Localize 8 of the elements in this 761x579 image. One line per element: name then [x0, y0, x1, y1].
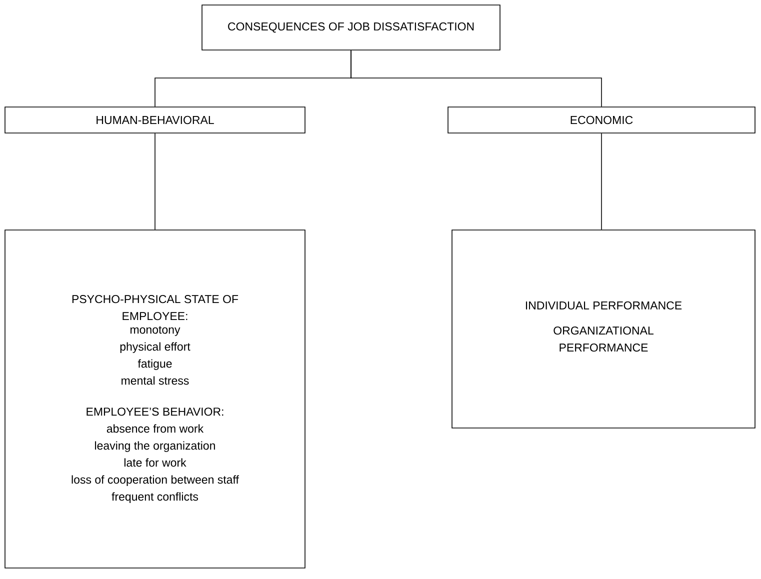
content-box: PSYCHO-PHYSICAL STATE OF EMPLOYEE: monotony physical effort fatigue mental stress EMPLOYEE’S BEHAVIOR: absence from work leaving the organization late for work loss of cooperation between staff frequent conflicts [4, 230, 306, 568]
content-box: INDIVIDUAL PERFORMANCE ORGANIZATIONAL PERFORMANCE [452, 230, 756, 428]
connector-line [154, 133, 156, 230]
title-box: CONSEQUENCES OF JOB DISSATISFACTION [202, 4, 500, 50]
connector-line [601, 133, 602, 230]
category-box: ECONOMIC [448, 106, 756, 134]
connector-line [350, 50, 602, 107]
category-box: HUMAN-BEHAVIORAL [4, 106, 306, 134]
